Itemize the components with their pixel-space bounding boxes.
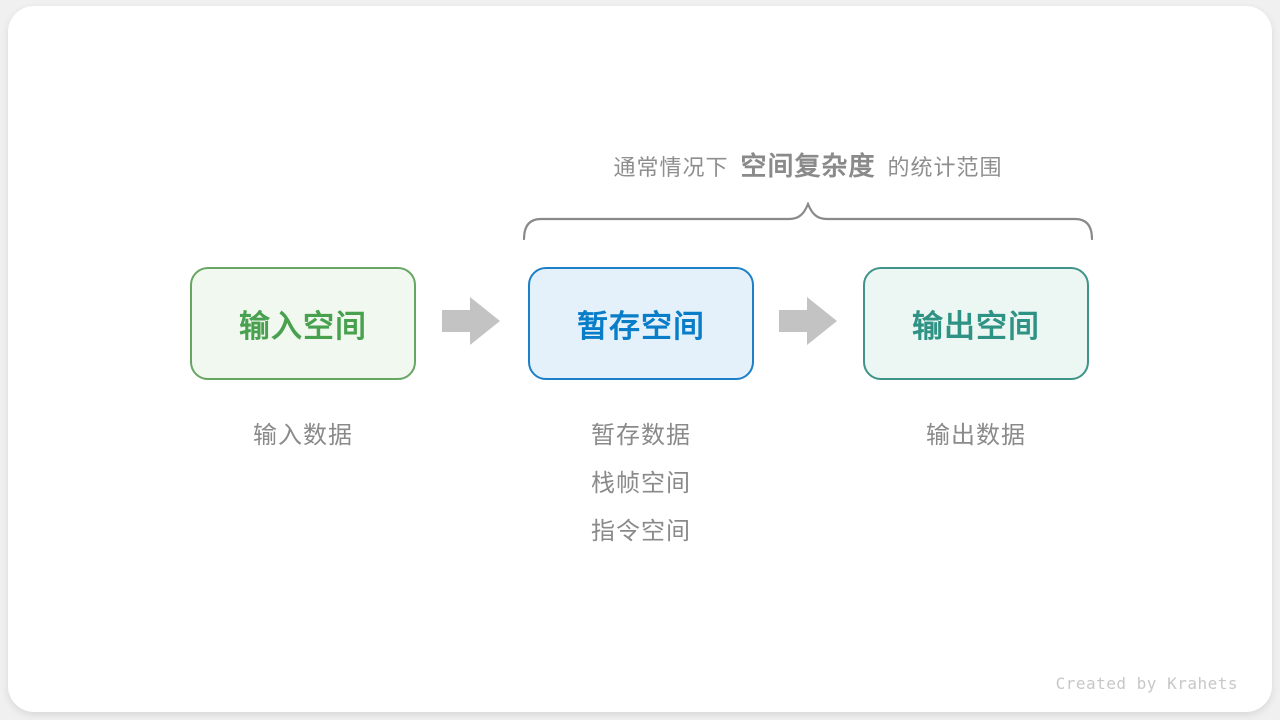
list-item: 栈帧空间 (591, 470, 691, 497)
input-space-items: 输入数据 (190, 412, 416, 460)
buffer-space-items: 暂存数据 栈帧空间 指令空间 (528, 412, 754, 556)
node-output-space: 输出空间 (863, 267, 1089, 380)
output-space-items: 输出数据 (863, 412, 1089, 460)
node-input-space-label: 输入空间 (239, 309, 367, 344)
node-buffer-space-label: 暂存空间 (577, 309, 705, 344)
list-item: 暂存数据 (591, 422, 691, 449)
list-item: 输出数据 (926, 422, 1026, 449)
node-buffer-space: 暂存空间 (528, 267, 754, 380)
list-item: 指令空间 (591, 518, 691, 545)
node-input-space: 输入空间 (190, 267, 416, 380)
arrow-right-icon (442, 297, 500, 345)
title-highlight: 空间复杂度 (740, 151, 876, 181)
credit-text: Created by Krahets (1055, 674, 1238, 693)
title-prefix: 通常情况下 (613, 155, 729, 180)
diagram-title: 通常情况下 空间复杂度 的统计范围 (525, 146, 1091, 182)
node-output-space-label: 输出空间 (912, 309, 1040, 344)
arrow-right-icon (779, 297, 837, 345)
title-suffix: 的统计范围 (887, 155, 1003, 180)
list-item: 输入数据 (253, 422, 353, 449)
curly-brace-icon (523, 202, 1093, 240)
